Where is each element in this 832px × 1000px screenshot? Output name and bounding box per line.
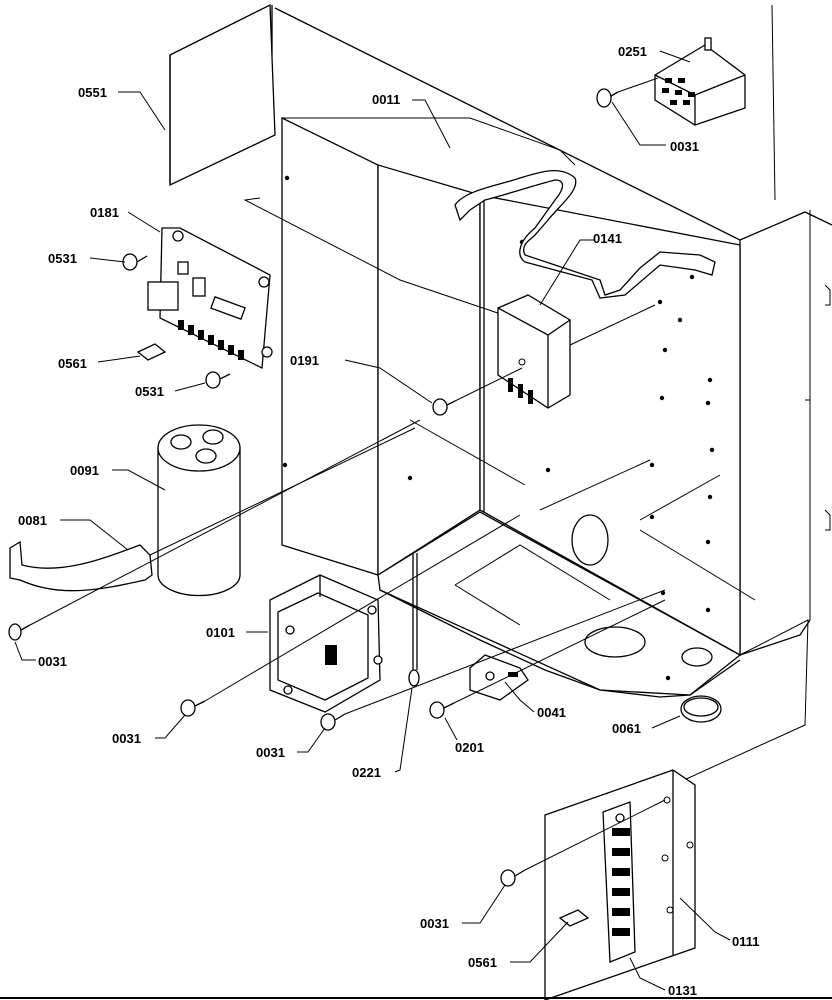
screw-icon — [122, 253, 148, 271]
callout-0551: 0551 — [78, 85, 107, 100]
callout-0191: 0191 — [290, 353, 319, 368]
callout-0561-left: 0561 — [58, 356, 87, 371]
callout-0061: 0061 — [612, 721, 641, 736]
callout-0141: 0141 — [593, 231, 622, 246]
screw-icon — [432, 398, 456, 416]
callout-0181: 0181 — [90, 205, 119, 220]
callout-0201: 0201 — [455, 740, 484, 755]
callout-0251: 0251 — [618, 44, 647, 59]
callout-0091: 0091 — [70, 463, 99, 478]
relay-0251 — [654, 37, 746, 126]
callout-0011: 0011 — [372, 92, 400, 107]
screw-icon — [8, 623, 31, 641]
side-panel-0551 — [169, 3, 276, 187]
screw-icon — [596, 88, 619, 108]
component-0141 — [497, 294, 571, 409]
capacitor-0091 — [157, 424, 241, 597]
screw-icon — [500, 869, 526, 887]
callout-0131: 0131 — [668, 983, 697, 998]
callout-0031-bot1: 0031 — [112, 731, 141, 746]
callout-0101: 0101 — [206, 625, 235, 640]
assembly-lines — [29, 77, 666, 871]
callout-0221: 0221 — [352, 765, 381, 780]
callout-0111: 0111 — [732, 934, 760, 949]
callout-0531-low: 0531 — [135, 384, 164, 399]
screw-icon — [205, 371, 231, 389]
callout-0041: 0041 — [537, 705, 566, 720]
callout-0031-left: 0031 — [38, 654, 67, 669]
callout-0531-top: 0531 — [48, 251, 77, 266]
ground-wire-0221 — [408, 553, 420, 687]
callout-0031-right: 0031 — [420, 916, 449, 931]
bracket-0041 — [469, 654, 529, 701]
contactor-0101 — [269, 574, 383, 713]
callout-0081: 0081 — [18, 513, 47, 528]
plug-0061 — [680, 695, 722, 723]
callout-0031-top: 0031 — [670, 139, 699, 154]
control-board-0181 — [147, 227, 273, 370]
callout-leaders — [14, 50, 731, 991]
callout-labels: 0551 0011 0251 0031 0181 0531 0141 0561 … — [18, 44, 760, 998]
callout-0561-right: 0561 — [468, 955, 497, 970]
screw-icon — [320, 713, 346, 731]
screws — [8, 88, 619, 887]
callout-0031-bot2: 0031 — [256, 745, 285, 760]
strap-0081 — [9, 540, 153, 592]
terminal-panel-0111 — [544, 769, 696, 1000]
screw-icon — [429, 701, 455, 719]
screw-icon — [180, 699, 206, 717]
